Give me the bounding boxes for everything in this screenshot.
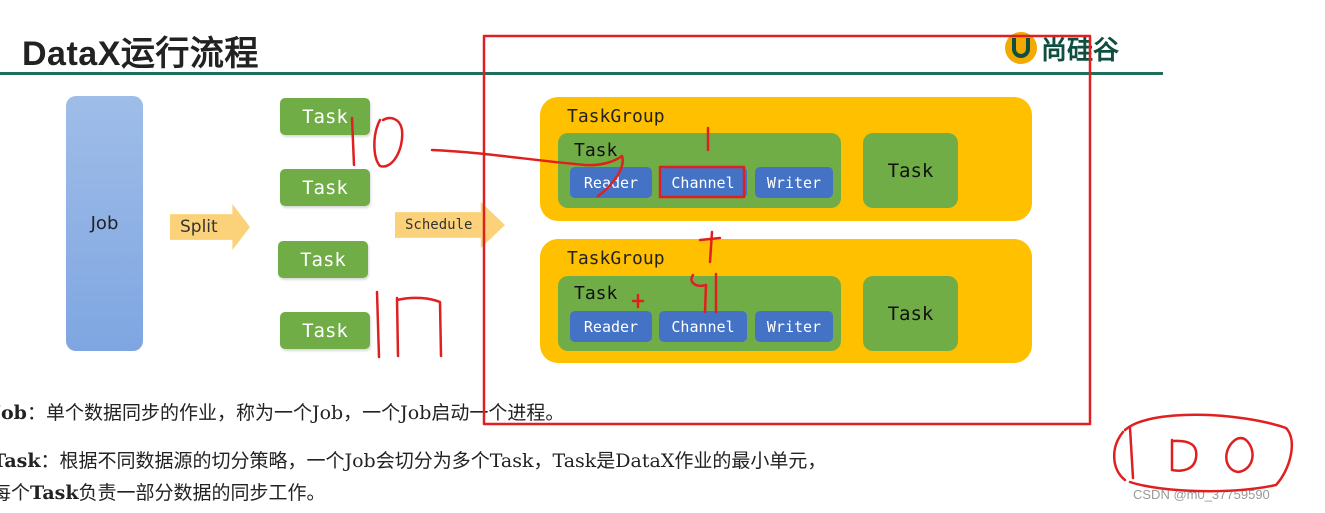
annotation-stroke: [631, 293, 645, 309]
annotation-stroke: [690, 272, 718, 314]
logo-text: 尚硅谷: [1041, 35, 1120, 66]
annotation-stroke: [698, 230, 722, 264]
taskgroup-label: TaskGroup: [567, 248, 665, 269]
task-text-2-prefix: 每个: [0, 482, 31, 504]
annotation-stroke: [373, 116, 404, 168]
title-divider: [0, 72, 1163, 75]
job-text: ：单个数据同步的作业，称为一个Job，一个Job启动一个进程。: [26, 402, 565, 424]
inner-task-label: Task: [574, 283, 618, 304]
channel-box: Channel: [659, 311, 747, 342]
annotation-stroke: [1113, 430, 1127, 482]
annotation-stroke: [1128, 426, 1135, 480]
split-label: Split: [180, 217, 218, 237]
annotation-stroke: [1170, 438, 1198, 472]
logo-mark-icon: [1005, 32, 1037, 64]
channel-box: Channel: [659, 167, 747, 198]
annotation-stroke: [395, 296, 443, 358]
brand-logo: 尚硅谷: [1005, 28, 1119, 68]
channel-highlight: [658, 165, 746, 199]
task-text-2-rest: 负责一部分数据的同步工作。: [78, 482, 326, 504]
job-box: Job: [66, 96, 143, 351]
writer-box: Writer: [755, 311, 833, 342]
annotation-stroke: [430, 148, 624, 198]
job-label: Job: [90, 213, 119, 234]
annotation-stroke: [375, 290, 381, 359]
annotation-stroke: [1225, 436, 1254, 474]
page-title: DataX运行流程: [22, 35, 259, 73]
split-task-box: Task: [280, 312, 370, 349]
split-task-box: Task: [278, 241, 368, 278]
task-description-line1: Task：根据不同数据源的切分策略，一个Job会切分为多个Task，Task是D…: [0, 446, 826, 473]
annotation-stroke: [350, 116, 356, 167]
annotation-frame: [482, 34, 1092, 426]
inner-task-label: Task: [574, 140, 618, 161]
reader-box: Reader: [570, 311, 652, 342]
job-term: Job: [0, 402, 27, 424]
job-description: Job：单个数据同步的作业，称为一个Job，一个Job启动一个进程。: [0, 398, 564, 425]
task-text-2-term: Task: [30, 482, 79, 504]
writer-box: Writer: [755, 167, 833, 198]
split-task-box: Task: [280, 169, 370, 206]
side-task-box: Task: [863, 133, 958, 208]
split-task-box: Task: [280, 98, 370, 135]
task-text-1: ：根据不同数据源的切分策略，一个Job会切分为多个Task，Task是DataX…: [40, 450, 827, 472]
taskgroup-label: TaskGroup: [567, 106, 665, 127]
schedule-label: Schedule: [405, 217, 473, 233]
annotation-stroke: [1123, 413, 1294, 493]
side-task-box: Task: [863, 276, 958, 351]
task-term: Task: [0, 450, 41, 472]
task-description-line2: 每个Task负责一部分数据的同步工作。: [0, 478, 326, 505]
